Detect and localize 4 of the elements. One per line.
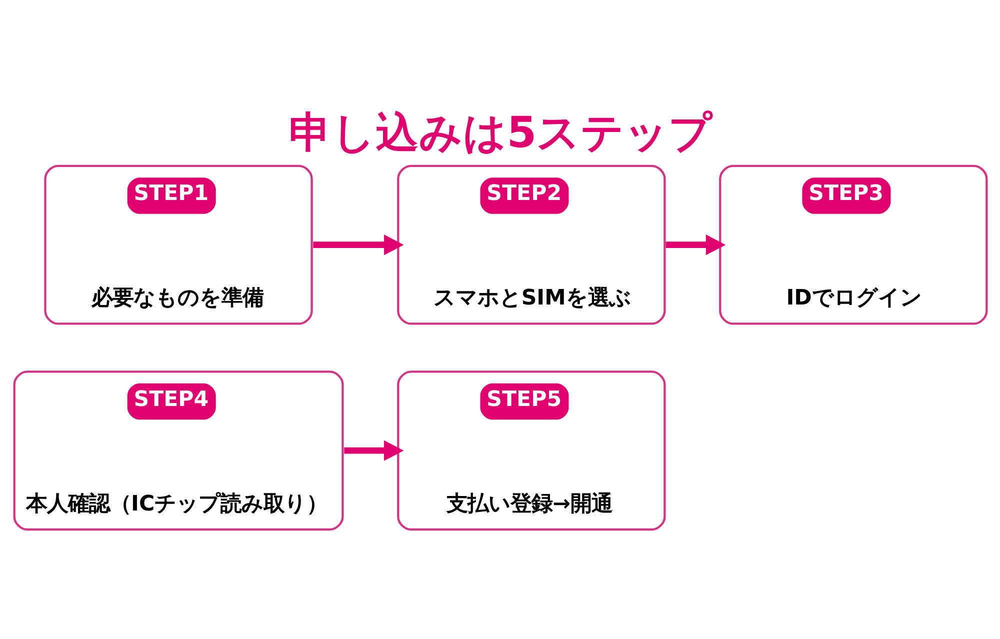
diagram-title: 申し込みは5ステップ bbox=[288, 107, 712, 158]
arrow bbox=[665, 234, 726, 255]
arrow bbox=[344, 440, 404, 460]
arrow bbox=[312, 234, 404, 255]
